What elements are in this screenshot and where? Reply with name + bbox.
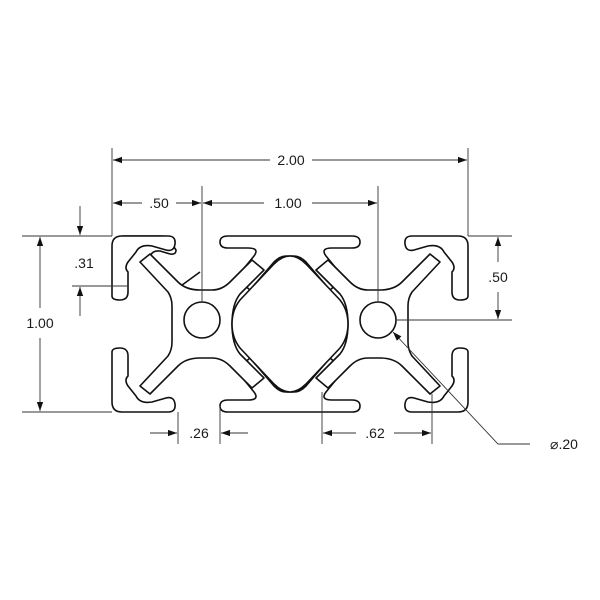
label-hole-spacing: 1.00 — [274, 195, 301, 211]
profile-body — [122, 236, 228, 288]
right-mounting-hole — [359, 301, 397, 339]
center-cavity — [231, 255, 349, 393]
dimension-labels: 2.00 .50 1.00 1.00 .31 .50 .26 .62 ⌀.20 — [26, 152, 578, 452]
extension-lines — [22, 148, 512, 444]
label-overall-height: 1.00 — [26, 315, 53, 331]
left-mounting-hole — [183, 301, 221, 339]
label-top-to-slot: .31 — [74, 255, 94, 271]
label-overall-width: 2.00 — [277, 152, 304, 168]
dimension-lines — [36, 156, 530, 445]
label-hole-to-top: .50 — [488, 269, 508, 285]
top-right-lobe — [404, 235, 469, 301]
top-left-lobe — [111, 235, 176, 301]
label-hole-diameter: ⌀.20 — [550, 436, 578, 452]
bottom-right-lobe — [404, 347, 469, 413]
label-slot-width: .62 — [365, 425, 385, 441]
label-edge-to-hole: .50 — [149, 195, 169, 211]
label-slot-opening: .26 — [189, 425, 209, 441]
dim-leader-hole-diameter — [392, 331, 530, 445]
profile-outline — [111, 235, 469, 413]
bottom-left-lobe — [111, 347, 176, 413]
